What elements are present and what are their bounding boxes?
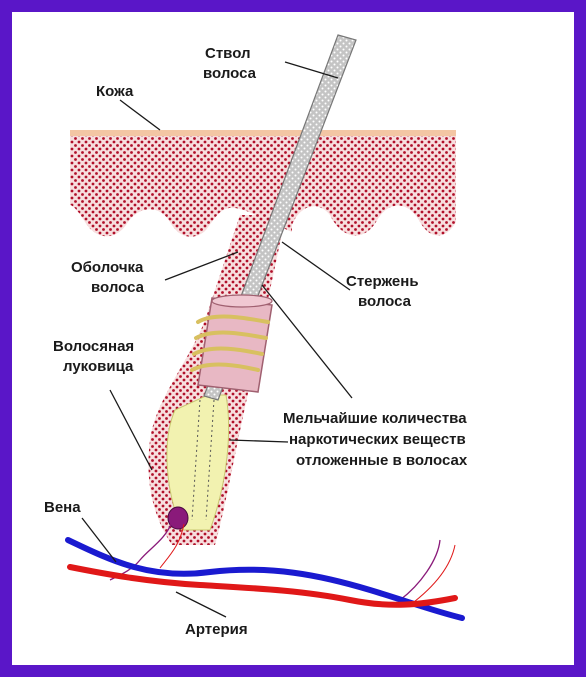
label-vena: Вена — [44, 499, 81, 516]
skin-surface — [70, 130, 456, 136]
leader-narko-2 — [230, 440, 288, 442]
capillary-4 — [410, 545, 455, 605]
label-lukovitsa-1: Волосяная — [53, 338, 134, 355]
label-obolochka-1: Оболочка — [71, 259, 144, 276]
label-narko-3: отложенные в волосах — [296, 452, 468, 469]
label-lukovitsa-2: луковица — [63, 358, 134, 375]
label-obolochka-2: волоса — [91, 279, 145, 296]
label-kozha: Кожа — [96, 83, 134, 100]
leader-lukovitsa — [110, 390, 152, 470]
label-narko-1: Мельчайшие количества — [283, 410, 467, 427]
label-narko-2: наркотических веществ — [289, 431, 466, 448]
leader-sterzhen — [282, 242, 350, 290]
leader-kozha — [120, 100, 160, 130]
leader-arteriya — [176, 592, 226, 617]
label-sterzhen-2: волоса — [358, 293, 412, 310]
label-stvol-2: волоса — [203, 65, 257, 82]
label-stvol-1: Ствол — [205, 45, 251, 62]
hair-follicle-diagram: Ствол волоса Кожа Оболочка волоса Стерже… — [12, 12, 574, 665]
capillary-3 — [400, 540, 440, 600]
label-arteriya: Артерия — [185, 621, 248, 638]
leader-narko-1 — [262, 285, 352, 398]
label-sterzhen-1: Стержень — [346, 273, 419, 290]
